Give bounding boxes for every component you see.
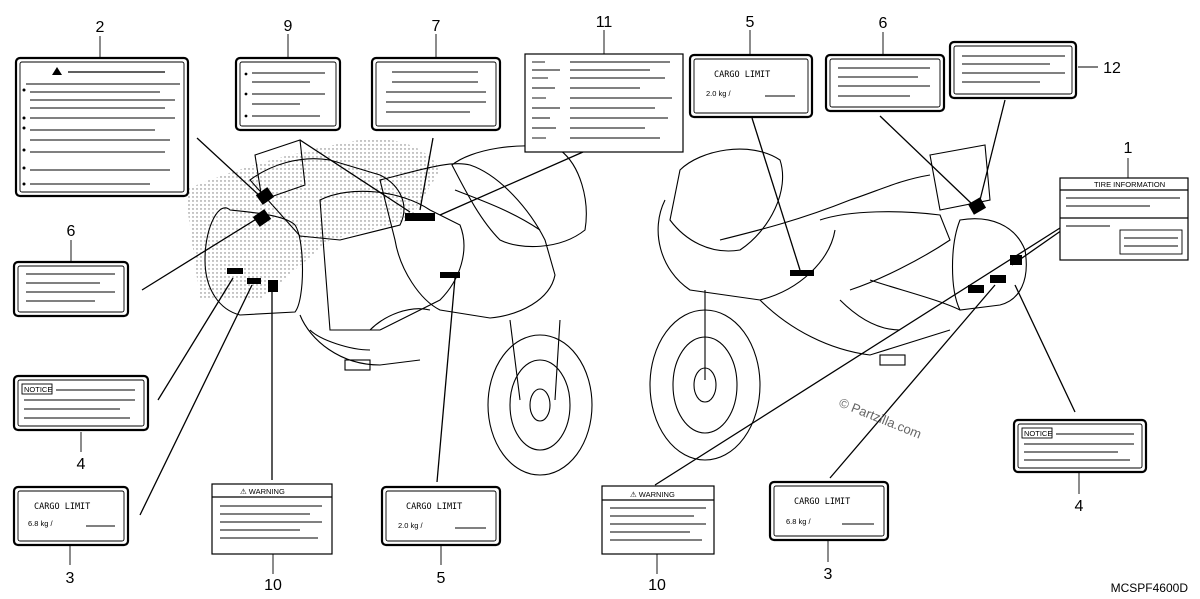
notice-text-left: NOTICE bbox=[24, 385, 52, 394]
label-9 bbox=[234, 56, 342, 132]
cargo-limit-text-top: CARGO LIMIT bbox=[714, 70, 770, 80]
callout-6-left: 6 bbox=[67, 223, 76, 240]
label-4-right: NOTICE bbox=[1012, 418, 1148, 474]
label-6-left bbox=[12, 260, 130, 318]
label-10-right: ⚠ WARNING bbox=[601, 485, 715, 555]
callout-12: 12 bbox=[1103, 60, 1121, 77]
callout-4-left: 4 bbox=[77, 456, 86, 473]
cargo-weight-text-left: 6.8 kg / bbox=[28, 519, 54, 528]
callout-5-bottom: 5 bbox=[437, 570, 446, 587]
leader-lines bbox=[139, 99, 1076, 516]
label-3-left: CARGO LIMIT 6.8 kg / bbox=[12, 485, 130, 547]
tire-information-text: TIRE INFORMATION bbox=[1094, 180, 1165, 189]
cargo-limit-text-left: CARGO LIMIT bbox=[34, 502, 90, 512]
callout-numbers: 2 9 7 11 5 6 12 1 6 4 3 10 5 10 3 4 bbox=[66, 14, 1133, 594]
label-12 bbox=[948, 40, 1078, 100]
callout-5-top: 5 bbox=[746, 14, 755, 31]
callout-4-right: 4 bbox=[1075, 498, 1084, 515]
label-2 bbox=[14, 56, 190, 198]
cargo-weight-text-top: 2.0 kg / bbox=[706, 89, 732, 98]
label-1: TIRE INFORMATION bbox=[1059, 177, 1189, 261]
label-5-top: CARGO LIMIT 2.0 kg / bbox=[688, 53, 814, 119]
motorcycle-right bbox=[649, 144, 1027, 461]
label-11 bbox=[524, 53, 684, 153]
callout-10-right: 10 bbox=[648, 577, 666, 594]
cargo-limit-text-bottom: CARGO LIMIT bbox=[406, 502, 462, 512]
callout-2: 2 bbox=[96, 19, 105, 36]
callout-3-right: 3 bbox=[824, 566, 833, 583]
cargo-weight-text-right: 6.8 kg / bbox=[786, 517, 812, 526]
warning-text-left: ⚠ WARNING bbox=[240, 487, 285, 496]
warning-text-right: ⚠ WARNING bbox=[630, 490, 675, 499]
label-10-left: ⚠ WARNING bbox=[211, 483, 333, 555]
motorcycle-left bbox=[185, 139, 593, 476]
diagram-code: MCSPF4600D bbox=[1111, 581, 1189, 595]
label-7 bbox=[370, 56, 502, 132]
callout-3-left: 3 bbox=[66, 570, 75, 587]
cargo-limit-text-right: CARGO LIMIT bbox=[794, 497, 850, 507]
callout-ticks bbox=[69, 30, 1129, 574]
callout-7: 7 bbox=[432, 18, 441, 35]
callout-11: 11 bbox=[596, 14, 613, 31]
cargo-weight-text-bottom: 2.0 kg / bbox=[398, 521, 424, 530]
callout-1: 1 bbox=[1124, 140, 1133, 157]
callout-6-top: 6 bbox=[879, 15, 888, 32]
label-6-top bbox=[824, 53, 946, 113]
label-3-right: CARGO LIMIT 6.8 kg / bbox=[768, 480, 890, 542]
callout-9: 9 bbox=[284, 18, 293, 35]
notice-text-right: NOTICE bbox=[1024, 429, 1052, 438]
watermark-text: © Partzilla.com bbox=[837, 395, 924, 442]
label-5-bottom: CARGO LIMIT 2.0 kg / bbox=[380, 485, 502, 547]
label-4-left: NOTICE bbox=[12, 374, 150, 432]
callout-10-left: 10 bbox=[264, 577, 282, 594]
